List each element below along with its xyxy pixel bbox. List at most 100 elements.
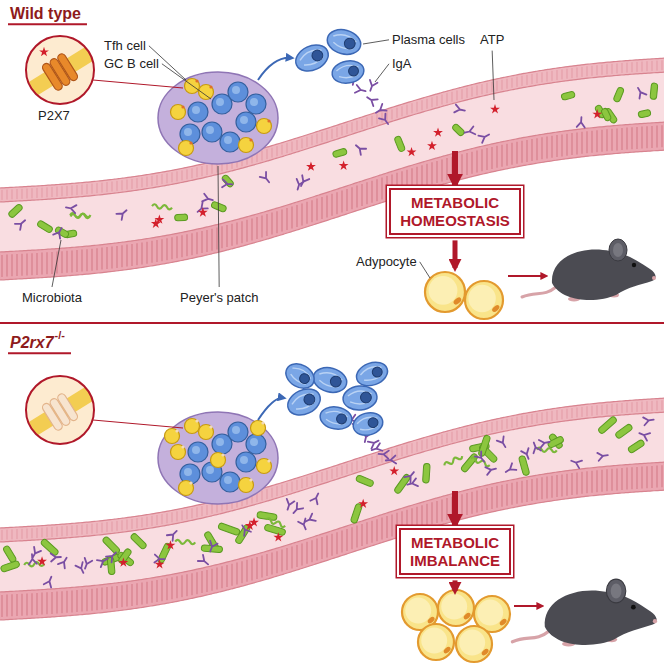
cell-label: Adypocyte <box>356 254 417 270</box>
villus <box>297 140 298 150</box>
atp-molecule <box>592 109 602 118</box>
villus <box>172 512 173 522</box>
atp-molecule <box>154 214 164 223</box>
magnifier-rim <box>26 376 94 444</box>
villus <box>107 182 108 192</box>
villus <box>22 529 23 539</box>
villus <box>397 448 398 458</box>
villus <box>122 520 123 530</box>
plasma-cell-nucleus <box>348 65 359 76</box>
tfh-cell <box>179 141 194 156</box>
leader-line <box>492 51 494 100</box>
p2x7-dot <box>181 445 184 448</box>
villus <box>56 592 57 614</box>
villus <box>1 255 2 277</box>
villus <box>7 530 8 540</box>
gc-b-cell <box>188 442 208 462</box>
villus <box>431 162 432 184</box>
villus <box>446 158 447 180</box>
villus <box>427 439 428 449</box>
villus <box>547 412 548 422</box>
villus <box>126 585 127 607</box>
intestine-edge <box>0 462 664 592</box>
gc-b-cell-nucleus <box>232 426 240 434</box>
villus <box>407 445 408 455</box>
villus <box>276 551 277 573</box>
tfh-cell <box>185 419 200 434</box>
magnifier <box>18 370 102 450</box>
villus <box>486 148 487 170</box>
iga-antibody <box>504 463 517 475</box>
villus <box>661 125 662 147</box>
iga-antibody <box>53 226 65 239</box>
villus <box>32 188 33 198</box>
villus <box>307 137 308 147</box>
villus <box>177 171 178 181</box>
villus <box>141 582 142 604</box>
gc-b-cell-nucleus <box>224 476 232 484</box>
villus <box>326 535 327 557</box>
atp-molecule <box>166 540 176 549</box>
mouse-tail <box>512 631 549 642</box>
villus <box>657 61 658 71</box>
villus <box>421 505 422 527</box>
villus <box>327 130 328 140</box>
villus <box>311 200 312 222</box>
villus <box>621 468 622 490</box>
villus <box>497 81 498 91</box>
magnifier-pointer <box>93 420 183 428</box>
villus <box>267 149 268 159</box>
villus <box>36 253 37 275</box>
villus <box>261 216 262 238</box>
antibody-label: IgA <box>392 56 412 72</box>
villus <box>631 467 632 489</box>
villus <box>181 235 182 257</box>
villus <box>351 187 352 209</box>
villus <box>352 122 353 132</box>
villus <box>531 479 532 501</box>
p2x7-dot <box>267 459 270 462</box>
adipocyte <box>456 626 492 662</box>
bacterium <box>451 123 465 137</box>
villus <box>76 590 77 612</box>
villus <box>372 116 373 126</box>
villus <box>62 526 63 536</box>
villus <box>662 60 663 70</box>
villus <box>382 113 383 123</box>
villus <box>306 542 307 564</box>
villus <box>546 477 547 499</box>
villus <box>597 65 598 75</box>
villus <box>336 192 337 214</box>
plasma-cell-nucleus <box>367 417 379 429</box>
villus <box>141 242 142 264</box>
gc-b-cell-nucleus <box>250 98 258 106</box>
villus <box>136 243 137 265</box>
mouse-figure <box>512 579 657 647</box>
villus <box>171 237 172 259</box>
villus <box>472 427 473 437</box>
villus <box>102 183 103 193</box>
iga-antibody <box>464 126 476 136</box>
intestine-edge <box>0 398 664 528</box>
villus <box>571 473 572 495</box>
villus <box>17 189 18 199</box>
villus <box>611 469 612 491</box>
villus <box>87 524 88 534</box>
adipocyte <box>418 624 454 660</box>
villus <box>206 230 207 252</box>
gc-b-cell <box>220 132 240 152</box>
villus <box>506 144 507 166</box>
p2x7-dot <box>189 141 192 144</box>
intestine-lumen <box>0 72 664 252</box>
gc-b-cell-nucleus <box>192 106 200 114</box>
villus <box>52 187 53 197</box>
villus <box>537 413 538 423</box>
villus <box>191 233 192 255</box>
villus <box>537 73 538 83</box>
p2x7-dot <box>267 119 270 122</box>
villus <box>196 572 197 594</box>
villus <box>286 548 287 570</box>
outcome-arrow <box>453 580 458 591</box>
villus <box>486 488 487 510</box>
villus <box>332 469 333 479</box>
